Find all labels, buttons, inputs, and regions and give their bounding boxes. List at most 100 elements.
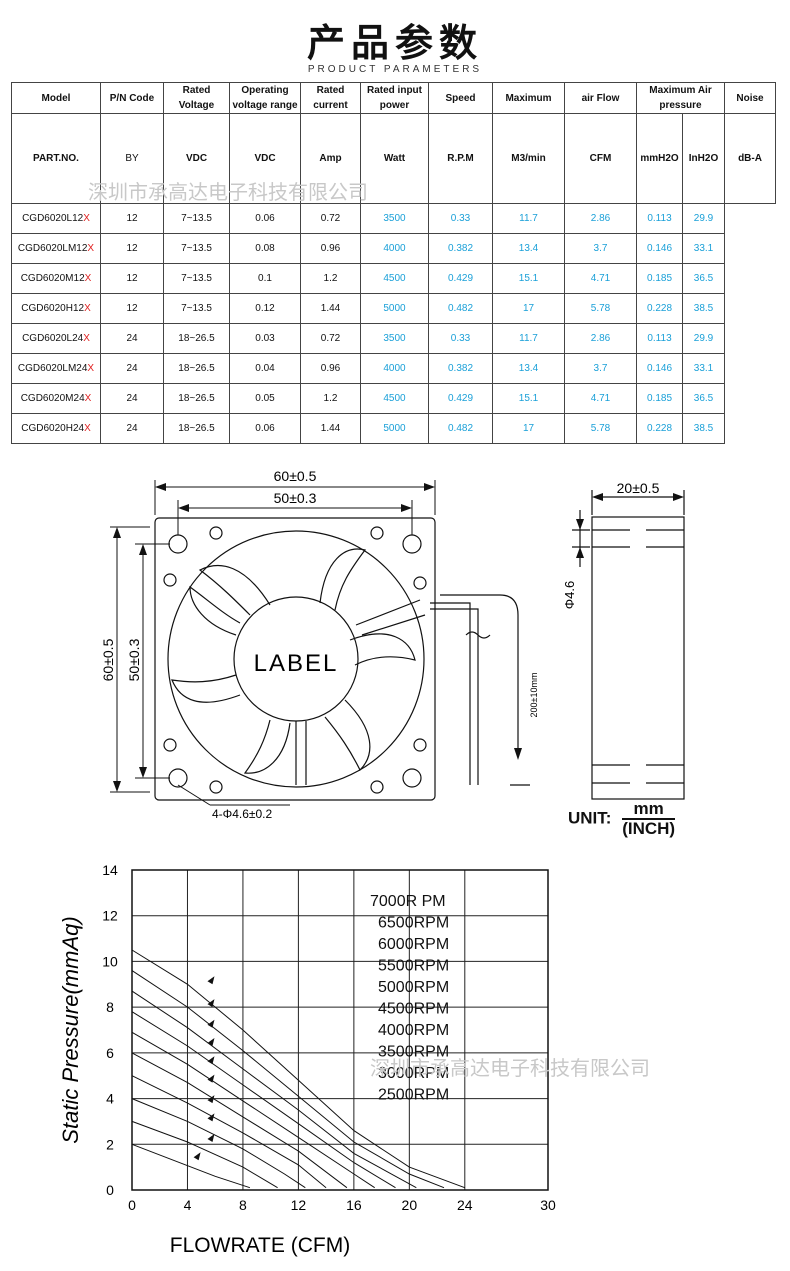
unit-fraction: mm (INCH) (622, 800, 676, 838)
unit-vdc-range: VDC (229, 113, 301, 204)
cell-watt: 0.72 (300, 323, 361, 354)
cell-range: 18~26.5 (163, 323, 230, 354)
cell-inh2o: 0.146 (636, 353, 683, 384)
cell-range: 18~26.5 (163, 413, 230, 444)
cell-model: CGD6020H12X (11, 293, 101, 324)
col-maximum: Maximum (492, 82, 565, 114)
cell-amp: 0.12 (229, 293, 301, 324)
cell-inh2o: 0.228 (636, 413, 683, 444)
cell-v: 24 (100, 323, 164, 354)
series-arrow (207, 1056, 215, 1065)
table-header-row-1: Model P/N Code Rated Voltage Operating v… (11, 82, 777, 114)
mechanical-drawing: 60±0.5 50±0.3 60±0.5 50±0.3 LABEL 200±10… (100, 468, 685, 821)
cell-rpm: 3500 (360, 323, 429, 354)
unit-inch: (INCH) (622, 819, 676, 838)
col-pn-code: P/N Code (100, 82, 164, 114)
cell-watt: 1.44 (300, 293, 361, 324)
col-model: Model (11, 82, 101, 114)
unit-watt: Watt (360, 113, 429, 204)
cell-inh2o: 0.185 (636, 383, 683, 414)
cell-model: CGD6020LM12X (11, 233, 101, 264)
x-tick-label: 30 (540, 1197, 556, 1213)
hole-spec: 4-Φ4.6±0.2 (212, 807, 273, 821)
cable-length: 200±10mm (529, 673, 539, 718)
col-rated-voltage: Rated Voltage (163, 82, 230, 114)
col-air-pressure: Maximum Air pressure (635, 82, 726, 114)
cell-range: 7~13.5 (163, 233, 230, 264)
cell-rpm: 4000 (360, 353, 429, 384)
cell-amp: 0.03 (229, 323, 301, 354)
series-label: 6500RPM (378, 915, 449, 932)
x-tick-label: 4 (184, 1197, 192, 1213)
series-label: 4500RPM (378, 1001, 449, 1018)
cell-range: 18~26.5 (163, 383, 230, 414)
y-tick-label: 2 (106, 1136, 114, 1152)
cell-mmh2o: 5.78 (564, 413, 637, 444)
cell-model: CGD6020M24X (11, 383, 101, 414)
col-rated-current: Rated current (300, 82, 361, 114)
dim-height-outer: 60±0.5 (100, 638, 116, 681)
title-chinese: 产品参数 (306, 21, 483, 65)
dim-width-outer: 60±0.5 (274, 468, 317, 484)
cell-inh2o: 0.113 (636, 323, 683, 354)
cell-cfm: 11.7 (492, 323, 565, 354)
unit-amp: Amp (300, 113, 361, 204)
cell-model: CGD6020M12X (11, 263, 101, 294)
x-tick-label: 16 (346, 1197, 362, 1213)
series-label: 3000RPM (378, 1065, 449, 1082)
cell-mmh2o: 4.71 (564, 383, 637, 414)
series-label: 5000RPM (378, 979, 449, 996)
cell-amp: 0.06 (229, 413, 301, 444)
cell-m3: 0.482 (428, 293, 493, 324)
cell-watt: 1.2 (300, 263, 361, 294)
cell-db: 38.5 (681, 293, 726, 324)
cell-mmh2o: 3.7 (564, 353, 637, 384)
cell-v: 24 (100, 413, 164, 444)
cell-v: 12 (100, 293, 164, 324)
series-line (131, 1098, 306, 1189)
pn-code-cell: BY (100, 113, 164, 204)
cell-amp: 0.1 (229, 263, 301, 294)
unit-label: UNIT: (568, 808, 612, 828)
cell-amp: 0.08 (229, 233, 301, 264)
y-tick-label: 6 (106, 1045, 114, 1061)
cell-model: CGD6020H24X (11, 413, 101, 444)
y-tick-label: 4 (106, 1091, 114, 1107)
cell-cfm: 15.1 (492, 383, 565, 414)
unit-mm: mm (622, 800, 676, 820)
cell-db: 38.5 (681, 413, 726, 444)
x-tick-label: 20 (402, 1197, 418, 1213)
cell-v: 12 (100, 263, 164, 294)
cell-mmh2o: 5.78 (564, 293, 637, 324)
col-noise: Noise (724, 82, 777, 114)
unit-m3min: M3/min (492, 113, 565, 204)
series-line (131, 1143, 251, 1189)
y-axis-title: Static Pressure(mmAq) (58, 916, 83, 1143)
cell-v: 24 (100, 353, 164, 384)
cell-watt: 1.44 (300, 413, 361, 444)
series-arrow (207, 1134, 215, 1142)
series-line (131, 1011, 396, 1189)
x-tick-label: 24 (457, 1197, 473, 1213)
cell-cfm: 13.4 (492, 233, 565, 264)
series-line (131, 949, 465, 1189)
cell-amp: 0.04 (229, 353, 301, 384)
col-operating-range: Operating voltage range (229, 82, 301, 114)
cell-rpm: 5000 (360, 413, 429, 444)
cell-m3: 0.382 (428, 353, 493, 384)
y-tick-label: 0 (106, 1182, 114, 1198)
cell-m3: 0.429 (428, 263, 493, 294)
cell-db: 29.9 (681, 323, 726, 354)
cell-db: 33.1 (681, 233, 726, 264)
cell-v: 24 (100, 383, 164, 414)
x-tick-label: 8 (239, 1197, 247, 1213)
cell-m3: 0.482 (428, 413, 493, 444)
series-line (131, 1031, 375, 1189)
fan-label: LABEL (254, 650, 339, 677)
unit-part-no: PART.NO. (11, 113, 101, 204)
side-depth: 20±0.5 (617, 480, 660, 496)
cell-m3: 0.33 (428, 203, 493, 234)
